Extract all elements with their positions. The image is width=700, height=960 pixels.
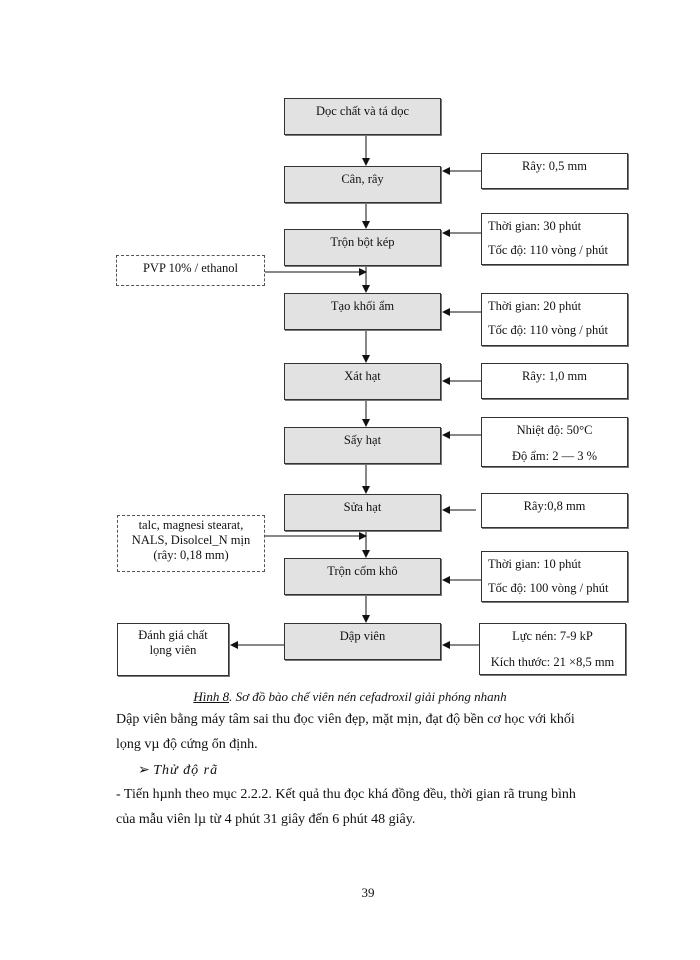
step-weigh-sieve: Cân, rây xyxy=(284,166,441,203)
param-text: Tốc độ: 100 vòng / phút xyxy=(488,581,609,595)
param-text: Kích thước: 21 ×8,5 mm xyxy=(490,655,615,669)
page-number: 39 xyxy=(361,885,375,900)
param-text: Thời gian: 20 phút xyxy=(488,299,582,313)
step-dry-mix: Trộn cốm khô xyxy=(284,558,441,595)
arrow-bullet-icon: ➢ xyxy=(138,763,154,778)
param-sua-hat: Rây:0,8 mm xyxy=(481,493,628,528)
param-text: Thời gian: 10 phút xyxy=(488,557,582,571)
param-xat-hat: Rây: 1,0 mm xyxy=(481,363,628,399)
input-text: PVP 10% / ethanol xyxy=(142,261,239,275)
input-text: NALS, Disolcel_N mịn xyxy=(131,533,251,547)
output-evaluate: Đánh giá chất lọng viên xyxy=(117,623,229,676)
param-text: Tốc độ: 110 vòng / phút xyxy=(488,243,609,257)
param-text: Thời gian: 30 phút xyxy=(488,219,582,233)
subheading-text: Thử độ rã xyxy=(153,763,219,778)
output-text: Đánh giá chất xyxy=(138,628,208,642)
param-can-ray: Rây: 0,5 mm xyxy=(481,153,628,189)
output-text: lọng viên xyxy=(149,643,197,657)
param-dap-vien: Lực nén: 7-9 kP Kích thước: 21 ×8,5 mm xyxy=(479,623,626,675)
step-wet-mass: Tạo khối ẩm xyxy=(284,293,441,330)
param-text: Rây: 0,5 mm xyxy=(522,159,587,173)
input-text: (rây: 0,18 mm) xyxy=(153,548,229,562)
param-say-hat: Nhiệt độ: 50°C Độ ẩm: 2 — 3 % xyxy=(481,417,628,467)
param-text: Lực nén: 7-9 kP xyxy=(512,629,593,643)
step-mix-powder: Trộn bột kép xyxy=(284,229,441,266)
param-text: Tốc độ: 110 vòng / phút xyxy=(488,323,609,337)
caption-text: . Sơ đồ bào chế viên nén cefadroxil giải… xyxy=(229,689,507,704)
param-text: Rây: 1,0 mm xyxy=(522,369,587,383)
input-lubricants: talc, magnesi stearat, NALS, Disolcel_N … xyxy=(117,515,265,572)
figure-caption: Hình 8. Sơ đồ bào chế viên nén cefadroxi… xyxy=(0,688,700,706)
step-raw-materials: Dọc chất và tá dọc xyxy=(284,98,441,135)
step-compress: Dập viên xyxy=(284,623,441,660)
param-text: Rây:0,8 mm xyxy=(523,499,586,513)
step-dry: Sấy hạt xyxy=(284,427,441,464)
input-text: talc, magnesi stearat, xyxy=(138,518,244,532)
paragraph-line: của mẫu viên lµ từ 4 phút 31 giây đến 6 … xyxy=(116,812,416,827)
caption-label: Hình 8 xyxy=(193,689,230,704)
paragraph-line: - Tiến hµnh theo mục 2.2.2. Kết quả thu … xyxy=(116,787,576,802)
step-regranulate: Sửa hạt xyxy=(284,494,441,531)
input-pvp: PVP 10% / ethanol xyxy=(116,255,265,286)
paragraph-line: Dập viên bằng máy tâm sai thu đọc viên đ… xyxy=(116,712,575,727)
param-text: Độ ẩm: 2 — 3 % xyxy=(511,449,598,463)
step-granulate: Xát hạt xyxy=(284,363,441,400)
subheading: ➢ Thử độ rã xyxy=(138,762,218,780)
paragraph-line: lọng vµ độ cứng ổn định. xyxy=(116,737,258,752)
param-text: Nhiệt độ: 50°C xyxy=(516,423,593,437)
